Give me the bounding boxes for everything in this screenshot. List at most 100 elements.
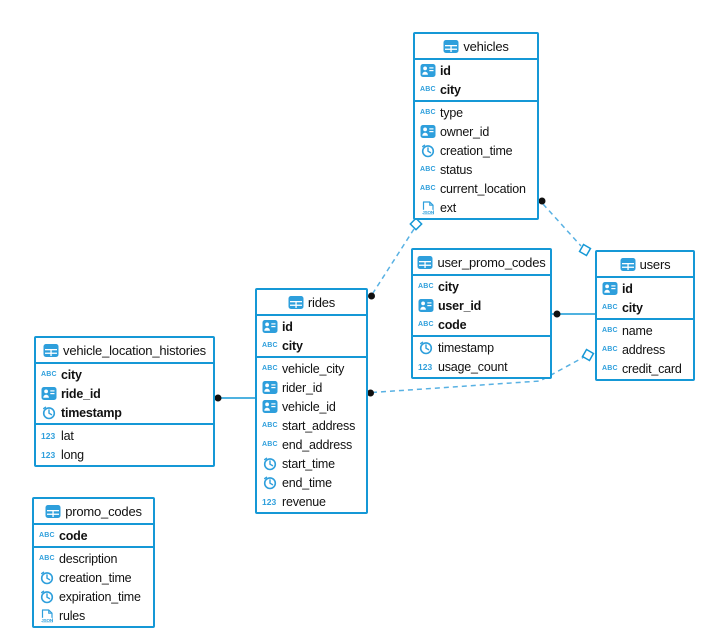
table-header[interactable]: rides [257, 290, 366, 316]
relation-endpoint-diamond [581, 348, 595, 362]
table-icon [417, 255, 433, 269]
relation-line[interactable] [542, 203, 582, 247]
field-row-timestamp[interactable]: timestamp [413, 338, 550, 357]
field-row-timestamp[interactable]: timestamp [36, 403, 213, 422]
field-name: usage_count [438, 359, 508, 374]
id-badge-icon [420, 125, 436, 138]
field-row-city[interactable]: ABC city [36, 365, 213, 384]
text-type-icon: ABC [41, 371, 57, 378]
table-header[interactable]: user_promo_codes [413, 250, 550, 276]
relation-line[interactable] [372, 228, 415, 294]
clock-icon [40, 590, 54, 603]
key-fields-section: ABC city ride_id timestamp [36, 364, 213, 425]
field-row-vehicle_id[interactable]: vehicle_id [257, 397, 366, 416]
field-name: id [282, 319, 293, 334]
table-name: users [639, 256, 671, 272]
table-header[interactable]: promo_codes [34, 499, 153, 525]
field-row-id[interactable]: id [257, 317, 366, 336]
field-name: timestamp [61, 405, 122, 420]
text-type-icon: ABC [418, 321, 434, 328]
clock-icon [421, 144, 435, 157]
field-row-id[interactable]: id [415, 61, 537, 80]
field-name: city [61, 367, 82, 382]
field-row-ride_id[interactable]: ride_id [36, 384, 213, 403]
clock-icon [263, 457, 277, 470]
field-row-expiration_time[interactable]: expiration_time [34, 587, 153, 606]
json-icon: JSON [41, 608, 54, 622]
table-header[interactable]: vehicle_location_histories [36, 338, 213, 364]
field-name: user_id [438, 298, 482, 313]
number-type-icon: 123 [262, 496, 277, 507]
field-name: revenue [282, 494, 326, 509]
table-header[interactable]: users [597, 252, 693, 278]
field-name: expiration_time [59, 589, 141, 604]
field-row-creation_time[interactable]: creation_time [415, 141, 537, 160]
clock-icon [419, 341, 433, 354]
field-name: vehicle_city [282, 361, 345, 376]
id-badge-icon [420, 64, 436, 77]
relation-rides-users [367, 348, 595, 397]
text-type-icon: ABC [602, 346, 618, 353]
field-row-user_id[interactable]: user_id [413, 296, 550, 315]
field-row-start_time[interactable]: start_time [257, 454, 366, 473]
text-type-icon: ABC [418, 283, 434, 290]
field-name: creation_time [440, 143, 513, 158]
text-type-icon: ABC [420, 86, 436, 93]
field-name: creation_time [59, 570, 132, 585]
field-row-address[interactable]: ABC address [597, 340, 693, 359]
relation-line[interactable] [371, 356, 585, 394]
field-row-owner_id[interactable]: owner_id [415, 122, 537, 141]
text-type-icon: ABC [262, 441, 278, 448]
field-name: current_location [440, 181, 526, 196]
text-type-icon: ABC [602, 365, 618, 372]
field-row-creation_time[interactable]: creation_time [34, 568, 153, 587]
clock-icon [263, 476, 277, 489]
text-type-icon: ABC [420, 109, 436, 116]
text-type-icon: ABC [39, 532, 55, 539]
relation-endpoint-diamond [578, 243, 592, 257]
field-row-revenue[interactable]: 123 revenue [257, 492, 366, 511]
table-header[interactable]: vehicles [415, 34, 537, 60]
field-row-end_time[interactable]: end_time [257, 473, 366, 492]
table-icon [43, 343, 59, 357]
field-row-id[interactable]: id [597, 279, 693, 298]
field-row-rider_id[interactable]: rider_id [257, 378, 366, 397]
json-icon: JSON [422, 200, 435, 214]
field-name: address [622, 342, 666, 357]
field-name: name [622, 323, 653, 338]
field-name: city [282, 338, 303, 353]
